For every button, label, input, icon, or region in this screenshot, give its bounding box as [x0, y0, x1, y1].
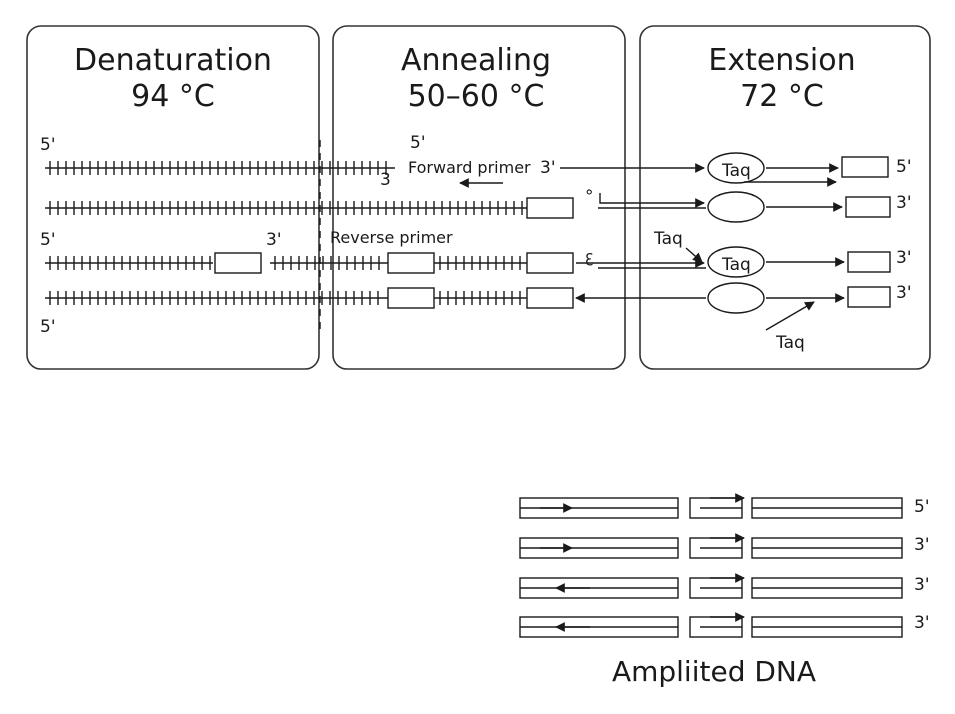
label-5prime: 5' [40, 135, 56, 155]
primer-box-a2 [526, 197, 574, 219]
amp-end-label: 3' [914, 575, 930, 595]
panel-title-denaturation: Denaturation [74, 43, 272, 78]
label-5prime: 5' [410, 133, 426, 153]
primer-box-a4b [526, 287, 574, 309]
label-5prime: 5' [40, 317, 56, 337]
taq-label: Taq [653, 229, 683, 249]
amp-end-label: 3' [914, 535, 930, 555]
primer-box-a3 [387, 252, 435, 274]
taq-label: Taq [721, 255, 751, 275]
product-box-1 [841, 156, 889, 178]
label-3prime: 3' [896, 283, 912, 303]
primer-box-a4 [387, 287, 435, 309]
panel-denaturation [26, 25, 320, 370]
forward-primer-label: Forward primer [408, 158, 531, 177]
label-3prime: 3 [380, 170, 391, 190]
strand-ticks [49, 161, 523, 305]
panel-temp-annealing: 50–60 °C [408, 79, 545, 114]
taq-ellipse-4 [707, 282, 765, 314]
label-3prime: 3' [896, 248, 912, 268]
product-box-2 [845, 196, 891, 218]
label-3prime: 3' [540, 158, 556, 178]
panel-temp-denaturation: 94 °C [131, 79, 215, 114]
panel-title-extension: Extension [708, 43, 855, 78]
small-mark: ꜫ [585, 247, 594, 266]
taq-ellipse-2 [707, 191, 765, 223]
taq-label: Taq [721, 161, 751, 181]
panel-annealing [332, 25, 626, 370]
primer-box-d3 [214, 252, 262, 274]
panel-extension [639, 25, 931, 370]
arrow-row-2 [599, 193, 705, 208]
amplified-dna: 5' 3' 3' 3' Ampliited DNA [519, 493, 930, 688]
taq-ellipse-3 [707, 246, 765, 278]
amplified-dna-caption: Ampliited DNA [612, 655, 816, 688]
reverse-primer-label: Reverse primer [330, 228, 453, 247]
primer-box-a3b [526, 252, 574, 274]
product-box-3 [847, 251, 891, 273]
taq-pointer-arrow [685, 247, 703, 263]
panel-temp-extension: 72 °C [740, 79, 824, 114]
circle-mark: ° [585, 187, 594, 207]
taq-ellipse-1 [707, 152, 765, 184]
label-5prime: 5' [40, 230, 56, 250]
label-3prime: 3' [896, 193, 912, 213]
label-3prime: 3' [266, 230, 282, 250]
amp-end-label: 3' [914, 613, 930, 633]
taq-pointer-arrow [765, 301, 815, 331]
amp-end-label: 5' [914, 497, 930, 517]
label-5prime: 5' [896, 157, 912, 177]
panel-title-annealing: Annealing [401, 43, 551, 78]
taq-label: Taq [775, 333, 805, 353]
product-box-4 [847, 286, 891, 308]
dna-strands [45, 167, 528, 299]
